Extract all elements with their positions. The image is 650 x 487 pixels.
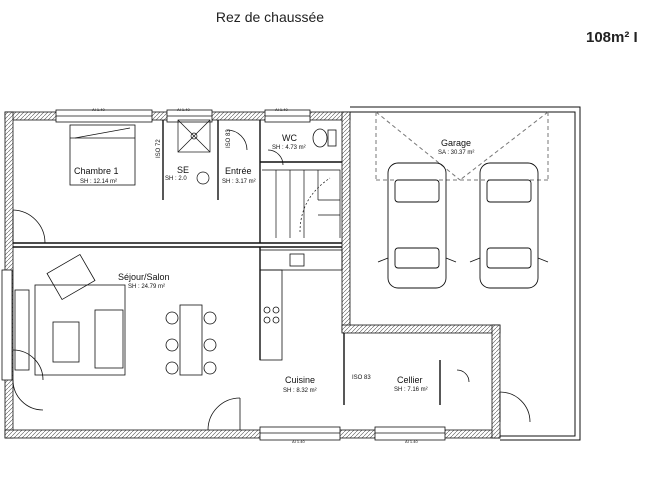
opening-label: AI 1.40 (292, 439, 305, 444)
plan-title: Rez de chaussée (215, 9, 325, 25)
living-room-furniture (14, 253, 217, 376)
room-chambre: Chambre 1 SH : 12.14 m² (74, 166, 119, 185)
room-name: WC (282, 133, 297, 143)
room-area: SH : 7.16 m² (394, 387, 428, 393)
opening-label: AI 1.40 (92, 107, 105, 112)
room-garage: Garage SA : 30.37 m² (438, 138, 474, 156)
insulation-label: ISO 83 (352, 375, 371, 381)
shower (177, 119, 211, 185)
room-area: SH : 2.0 (165, 176, 187, 182)
room-entree: Entrée SH : 3.17 m² (222, 166, 256, 185)
room-name: Chambre 1 (74, 166, 119, 176)
room-name: Cuisine (285, 375, 315, 385)
bed (69, 124, 136, 186)
kitchen-counter (259, 249, 343, 361)
opening-label: AI 1.40 (405, 439, 418, 444)
opening-label: AI 1.40 (275, 107, 288, 112)
room-area: SH : 12.14 m² (80, 179, 117, 185)
room-wc: WC SH : 4.73 m² (272, 133, 306, 151)
insulation-label: ISO 83 (226, 129, 232, 148)
windows (1, 109, 446, 441)
surface-area-label: 108m² I (586, 29, 638, 46)
room-name: SE (177, 165, 189, 175)
room-cuisine: Cuisine SH : 8.32 m² (283, 375, 317, 394)
car-left (377, 162, 457, 289)
opening-dimensions: AI 1.40 AI 1.40 AI 1.40 AI 1.40 AI 1.40 (92, 107, 418, 444)
room-area: SA : 30.37 m² (438, 150, 474, 156)
insulation-label: ISO 72 (156, 139, 162, 158)
room-area: SH : 24.79 m² (128, 284, 165, 290)
garage-walls (350, 106, 581, 441)
room-cellier: Cellier SH : 7.16 m² (394, 375, 428, 393)
room-area: SH : 3.17 m² (222, 179, 256, 185)
toilet (312, 128, 337, 148)
room-se: SE SH : 2.0 (165, 165, 189, 182)
doors (12, 129, 531, 431)
room-name: Séjour/Salon (118, 272, 170, 282)
staircase (262, 169, 341, 238)
opening-label: AI 1.40 (177, 107, 190, 112)
room-area: SH : 8.32 m² (283, 388, 317, 394)
car-right (469, 162, 549, 289)
room-name: Entrée (225, 166, 252, 176)
room-sejour: Séjour/Salon SH : 24.79 m² (118, 272, 170, 290)
room-name: Cellier (397, 375, 423, 385)
room-area: SH : 4.73 m² (272, 145, 306, 151)
room-name: Garage (441, 138, 471, 148)
